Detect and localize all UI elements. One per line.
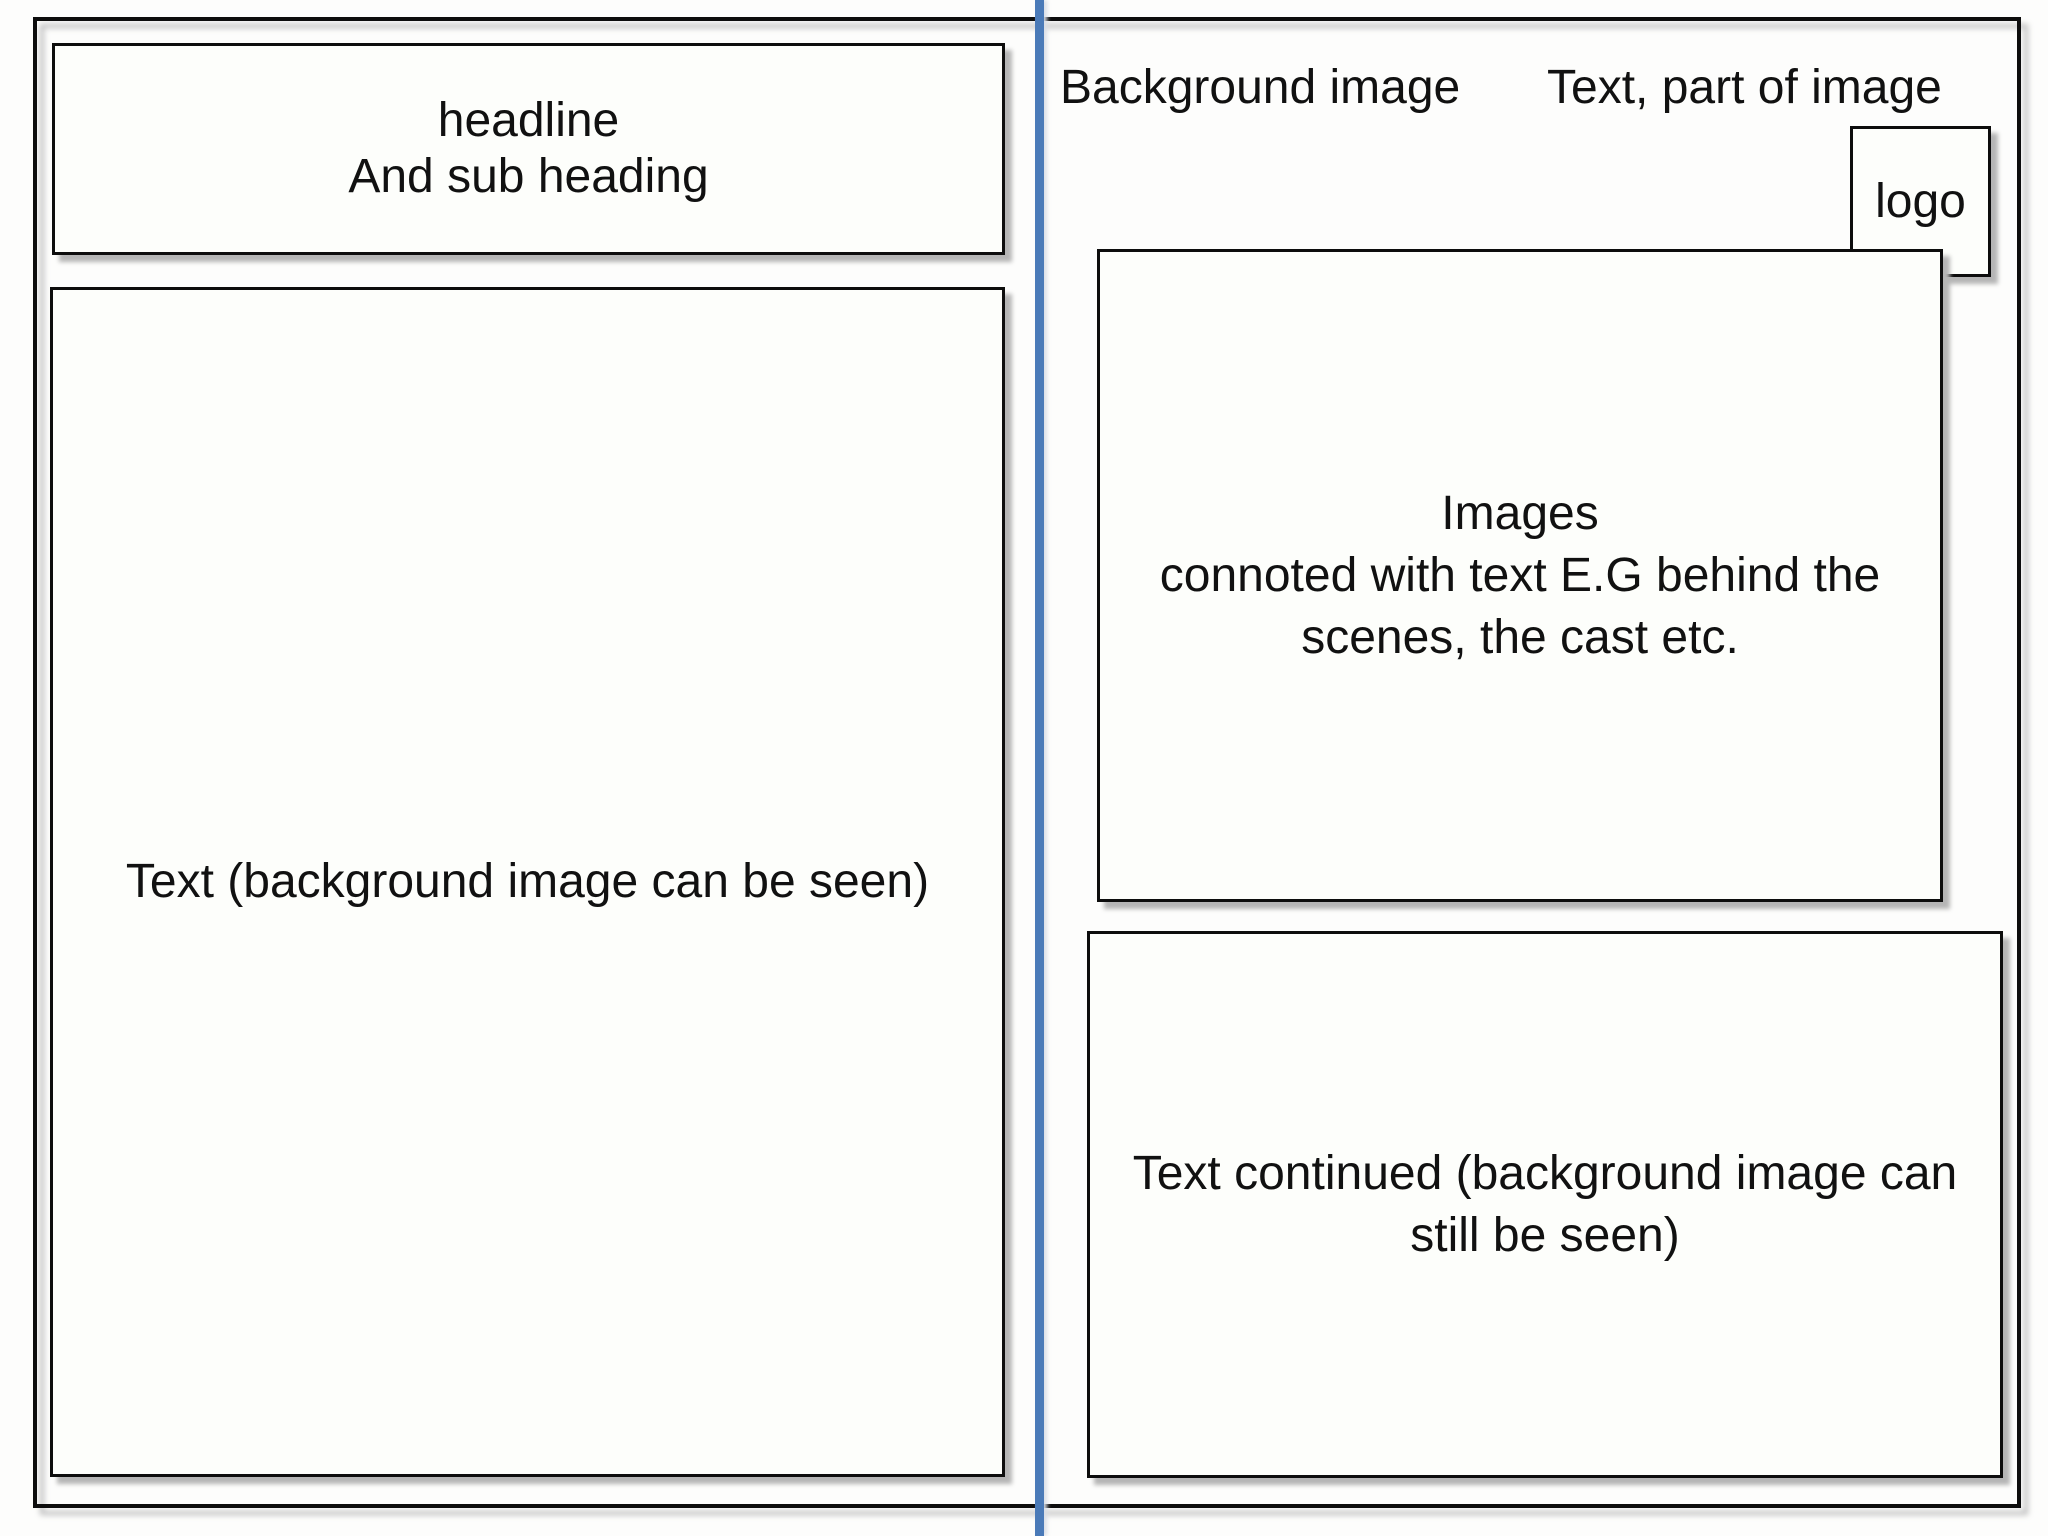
page-divider-line xyxy=(1035,0,1044,1536)
images-box-text: Images connoted with text E.G behind the… xyxy=(1159,486,1881,664)
headline-text: headline And sub heading xyxy=(348,94,709,203)
left-body-text: Text (background image can be seen) xyxy=(125,855,930,908)
page-outer-frame xyxy=(33,17,2021,1508)
logo-label: logo xyxy=(1875,174,1966,228)
text-continued-text: Text continued (background image can sti… xyxy=(1132,1146,1958,1262)
background-image-label: Background image xyxy=(1060,61,1461,114)
images-box: Images connoted with text E.G behind the… xyxy=(1097,249,1943,902)
text-part-of-image-label: Text, part of image xyxy=(1547,61,1942,114)
headline-box: headline And sub heading xyxy=(52,43,1005,255)
left-body-text-box: Text (background image can be seen) xyxy=(50,287,1005,1477)
text-continued-box: Text continued (background image can sti… xyxy=(1087,931,2003,1478)
